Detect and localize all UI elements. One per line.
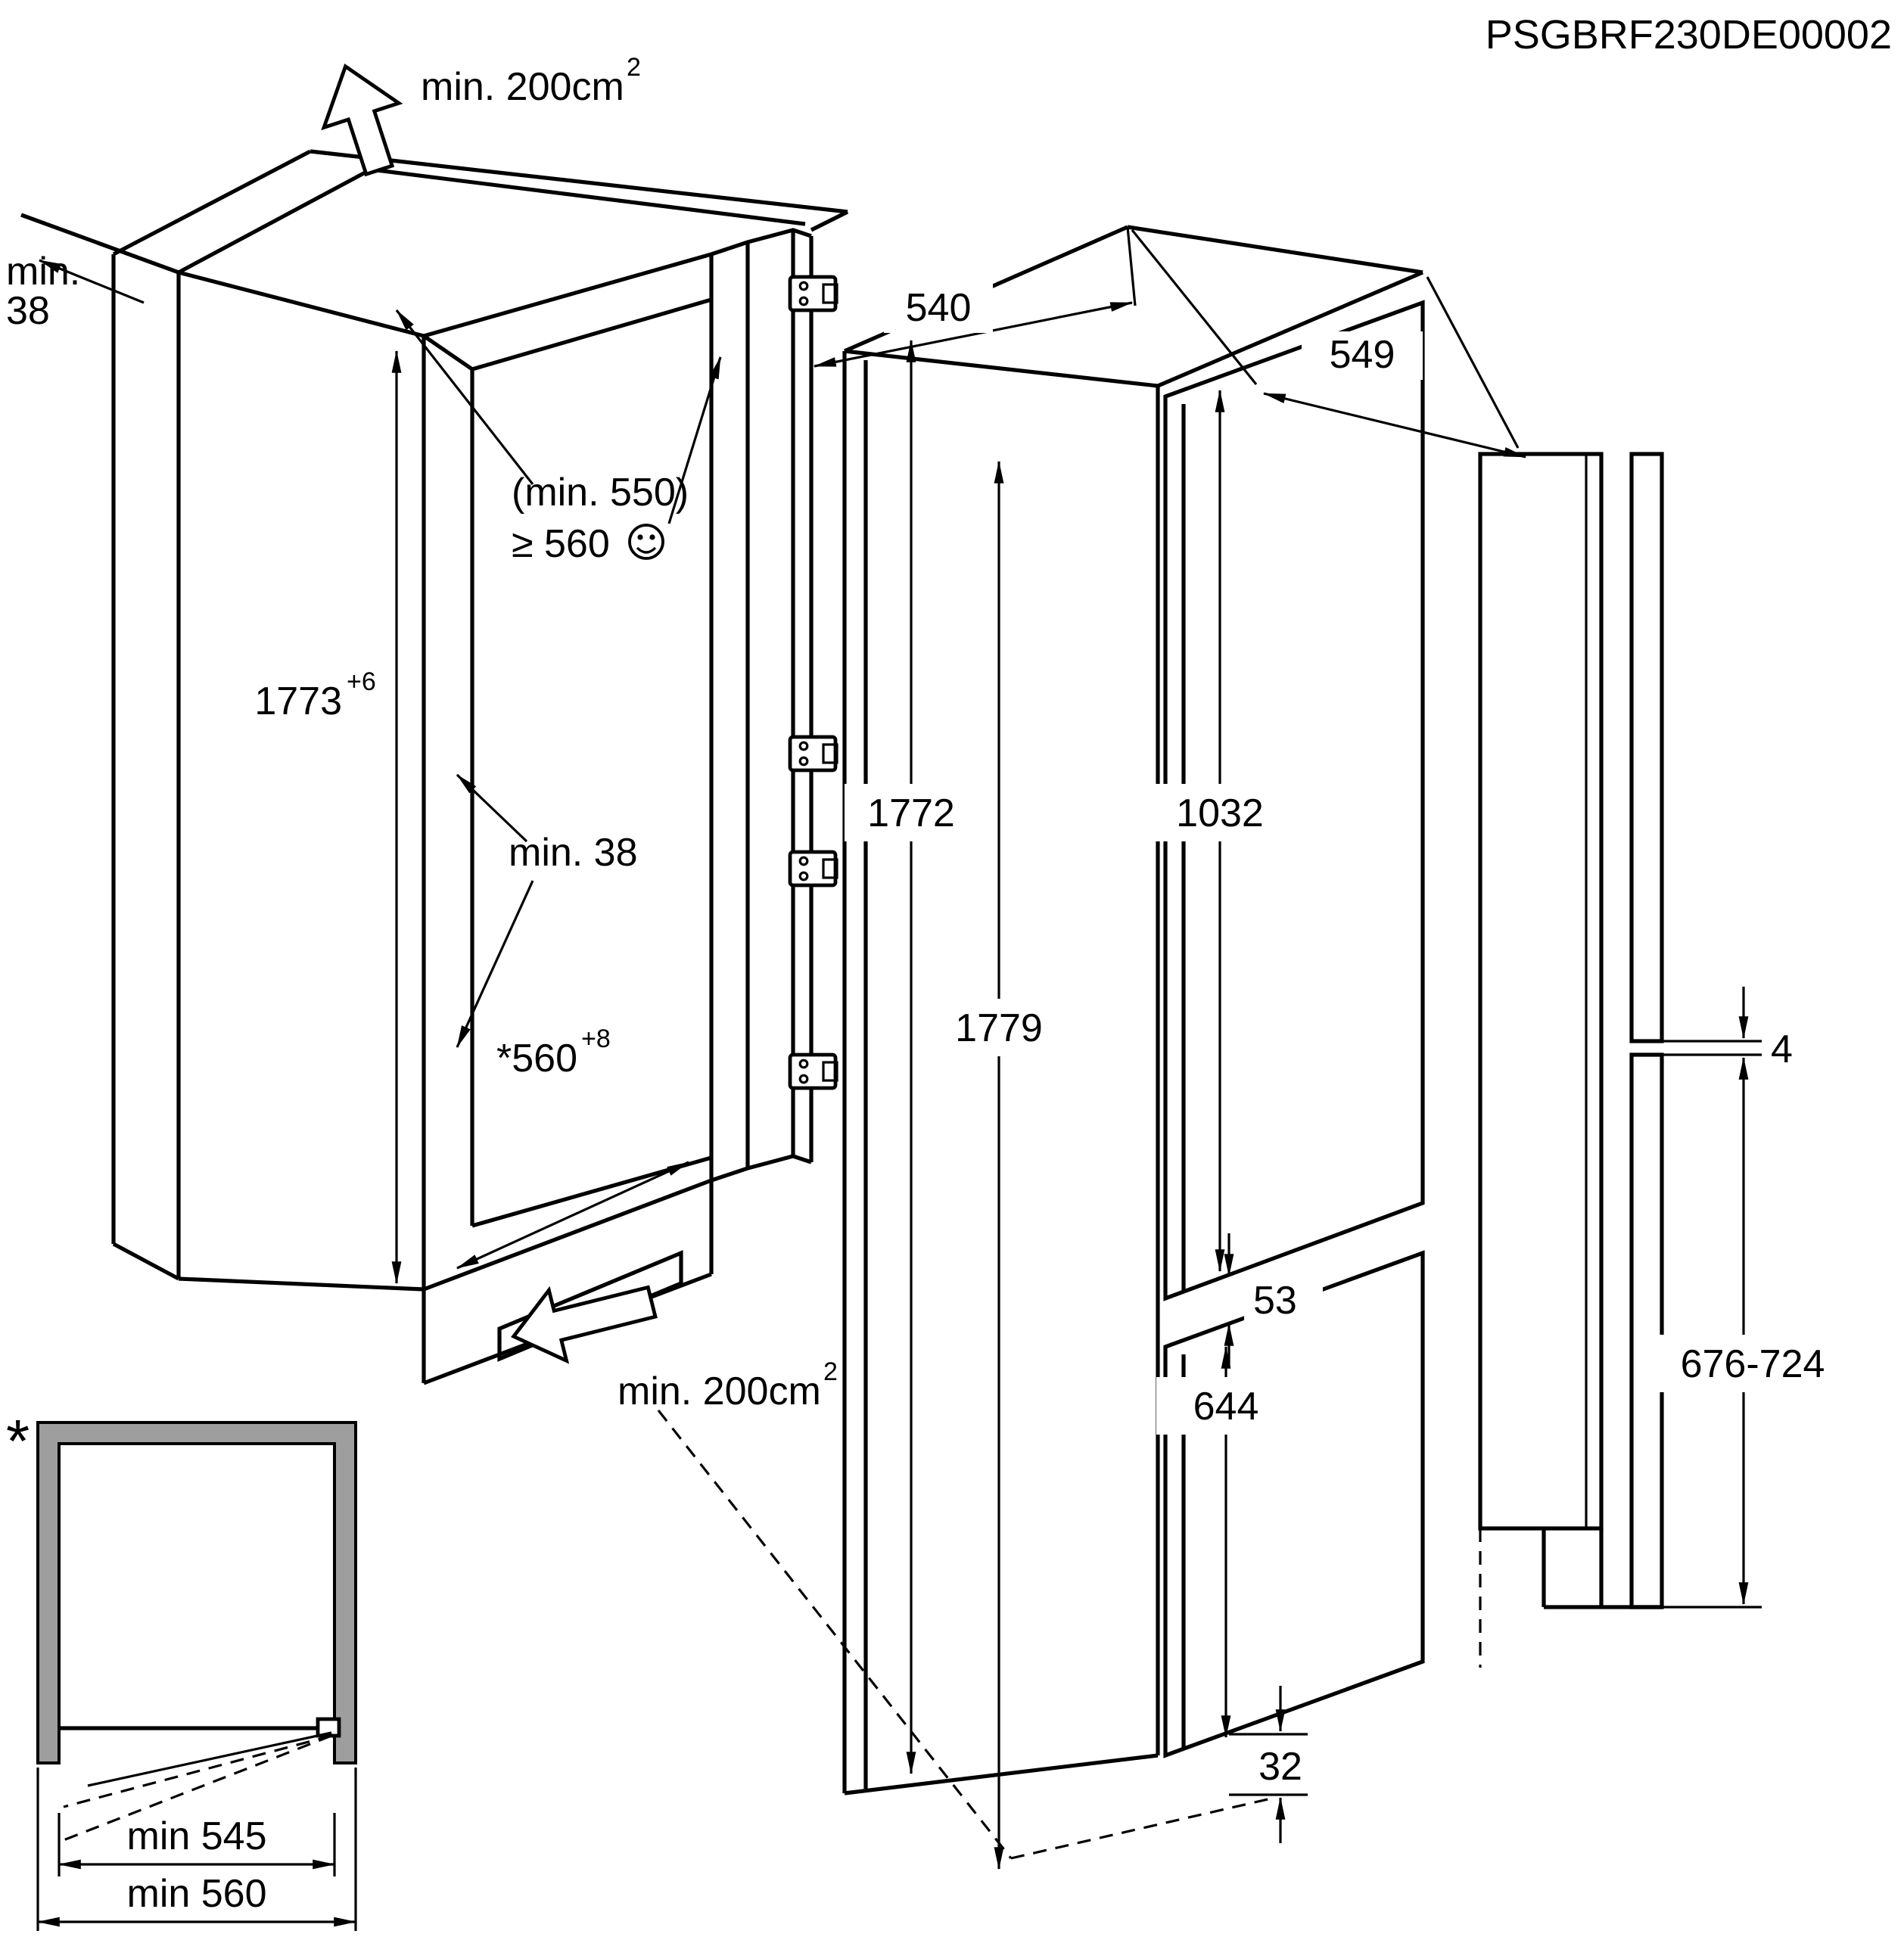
floor-depth-label: *560 <box>496 1037 577 1080</box>
hinge-bracket <box>788 1052 838 1090</box>
door-gap-label: 53 <box>1253 1279 1297 1323</box>
inner-width-label: min 545 <box>127 1814 267 1858</box>
dim-width-540 <box>813 301 1134 368</box>
vent-path-dashed <box>657 1410 1013 1859</box>
label-backgrounds <box>845 281 1856 1435</box>
vent-arrow-bottom-icon <box>511 1285 658 1364</box>
height-1772-label: 1772 <box>867 791 955 835</box>
niche-height-sup: +6 <box>347 667 376 696</box>
lower-door <box>1163 1250 1425 1758</box>
niche-height-label: 1773 <box>254 679 342 723</box>
dim-depth-549 <box>1262 392 1527 459</box>
inset-asterisk: * <box>6 1407 30 1475</box>
plinth-vent-slot <box>497 1250 683 1362</box>
vent-bottom-sup: 2 <box>823 1357 838 1386</box>
inset-cabinet-frame <box>36 1421 357 1764</box>
depth-ok-label: ≥ 560 <box>512 522 610 566</box>
vent-bottom-label: min. 200cm <box>618 1370 821 1413</box>
vent-top-sup: 2 <box>627 53 641 82</box>
product-code-label: PSGBRF230DE00002 <box>1486 12 1892 58</box>
upper-door-label: 1032 <box>1176 791 1264 835</box>
vent-top-label: min. 200cm <box>421 65 624 109</box>
width-540-label: 540 <box>906 286 972 330</box>
dim-floor-depth <box>456 1161 690 1270</box>
plan-view-inset <box>36 1421 357 1842</box>
depth-549-label: 549 <box>1330 333 1395 377</box>
appliance <box>842 225 1425 1796</box>
plinth-32-label: 32 <box>1258 1745 1302 1789</box>
vent-arrow-top-icon <box>321 63 403 177</box>
hinge-bracket <box>788 850 838 888</box>
dimension-lines <box>36 226 1762 1931</box>
niche-cabinet <box>20 149 849 1385</box>
panel-range-label: 676-724 <box>1681 1342 1825 1386</box>
lower-door-label: 644 <box>1193 1385 1259 1429</box>
hinge-bracket <box>788 735 838 773</box>
outer-width-label: min 560 <box>127 1872 267 1916</box>
smiley-icon <box>628 524 664 560</box>
rear-gap-label-line1: min. <box>6 250 80 294</box>
door-panels-side-view <box>1478 452 1664 1668</box>
height-1779-label: 1779 <box>955 1006 1043 1050</box>
floor-depth-sup: +8 <box>581 1024 611 1053</box>
hinge-bracket <box>788 275 838 312</box>
door-column <box>709 228 838 1183</box>
dim-rear-gap-arrow <box>38 259 145 304</box>
bottom-gap-label: min. 38 <box>509 831 638 875</box>
rear-gap-label-line2: 38 <box>6 289 50 333</box>
depth-note-label: (min. 550) <box>512 471 689 515</box>
panel-gap-label: 4 <box>1771 1028 1793 1071</box>
